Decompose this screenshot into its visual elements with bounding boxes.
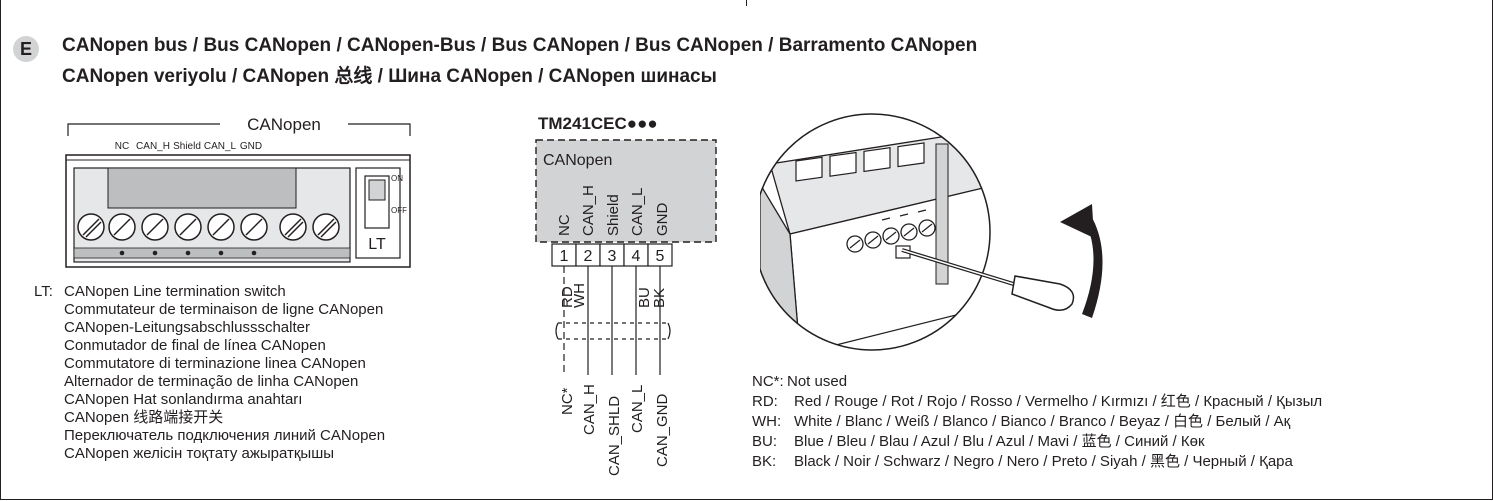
lt-line: Conmutador de final de línea CANopen	[64, 337, 326, 354]
signal-label: NC*	[559, 387, 576, 415]
cable-bundle-marker	[555, 322, 559, 340]
lt-description: LT: CANopen Line termination switch Commu…	[34, 283, 385, 463]
lt-line: Alternador de terminação de linha CANope…	[64, 373, 359, 390]
rotate-arrow-icon	[1082, 214, 1103, 318]
lt-line: CANopen Hat sonlandırma anahtarı	[64, 391, 303, 408]
lt-line: Переключатель подключения линий CANopen	[64, 427, 386, 444]
module-box-label: CANopen	[543, 152, 612, 169]
section-badge: E	[13, 36, 39, 62]
legend-text: Not used	[787, 373, 848, 390]
connector-pin-label: NC	[115, 141, 129, 152]
pin-number: 2	[584, 248, 593, 265]
module-pin-name: CAN_L	[629, 188, 646, 236]
connector-pin-label: CAN_H	[136, 141, 170, 152]
wire-color-label: RD	[559, 286, 576, 308]
lt-key: LT:	[34, 283, 53, 300]
signal-label: CAN_GND	[654, 393, 671, 467]
connector-diagram: CANopen NC CAN_H Shield CAN_L GND	[65, 115, 411, 268]
wire-color-label: BU	[636, 287, 653, 308]
switch-detail-illustration	[760, 113, 1103, 351]
legend-text: Black / Noir / Schwarz / Negro / Nero / …	[794, 453, 1293, 470]
lt-line: CANopen 线路端接开关	[64, 409, 224, 426]
pin-number: 4	[632, 248, 641, 265]
legend-key: BU:	[752, 433, 778, 450]
signal-label: CAN_SHLD	[606, 396, 623, 476]
pin-number: 3	[608, 248, 617, 265]
signal-label: CAN_L	[629, 385, 646, 433]
pin-number: 5	[656, 248, 665, 265]
lt-line: Commutatore di terminazione linea CANope…	[64, 355, 366, 372]
module-pin-name: Shield	[605, 194, 622, 236]
connector-header-label: CANopen	[247, 115, 321, 134]
legend-text: Blue / Bleu / Blau / Azul / Blu / Azul /…	[794, 433, 1205, 450]
detail-circle	[760, 113, 991, 351]
legend-text: White / Blanc / Weiß / Blanco / Bianco /…	[794, 413, 1291, 430]
legend-key: RD:	[752, 393, 778, 410]
module-pin-name: GND	[654, 203, 671, 237]
switch-on-label: ON	[391, 174, 403, 183]
module-pin-name: CAN_H	[580, 185, 597, 236]
connector-pin-label: GND	[240, 141, 262, 152]
legend-key: BK:	[752, 453, 777, 470]
lt-line: CANopen-Leitungsabschlussschalter	[64, 319, 310, 336]
lt-line: CANopen желісін тоқтату ажыратқышы	[64, 445, 335, 462]
legend-key: NC*:	[752, 373, 784, 390]
module-model: TM241CEC●●●	[538, 114, 658, 133]
lt-line: Commutateur de terminaison de ligne CANo…	[64, 301, 384, 318]
lt-line: CANopen Line termination switch	[64, 283, 286, 300]
pin-number: 1	[560, 248, 569, 265]
connector-pin-label: CAN_L	[204, 141, 237, 152]
legend-key: WH:	[752, 413, 782, 430]
pinout-diagram: TM241CEC●●● CANopen NC CAN_H Shield CAN_…	[535, 114, 717, 476]
module-pin-name: NC	[556, 214, 573, 236]
connector-pin-label: Shield	[173, 141, 201, 152]
signal-label: CAN_H	[581, 384, 598, 435]
switch-lt-label: LT	[368, 236, 386, 253]
wire-color-label: WH	[571, 283, 588, 308]
top-tick	[746, 0, 747, 6]
wire-color-label: BK	[651, 288, 668, 308]
legend-text: Red / Rouge / Rot / Rojo / Rosso / Verme…	[794, 393, 1323, 410]
section-title-line1: CANopen bus / Bus CANopen / CANopen-Bus …	[62, 35, 978, 56]
section-title-line2: CANopen veriyolu / CANopen 总线 / Шина CAN…	[62, 66, 717, 87]
switch-off-label: OFF	[391, 206, 407, 215]
module-box	[535, 139, 717, 243]
wire-color-legend: NC*:Not used RD: Red / Rouge / Rot / Rojo…	[752, 372, 1322, 472]
